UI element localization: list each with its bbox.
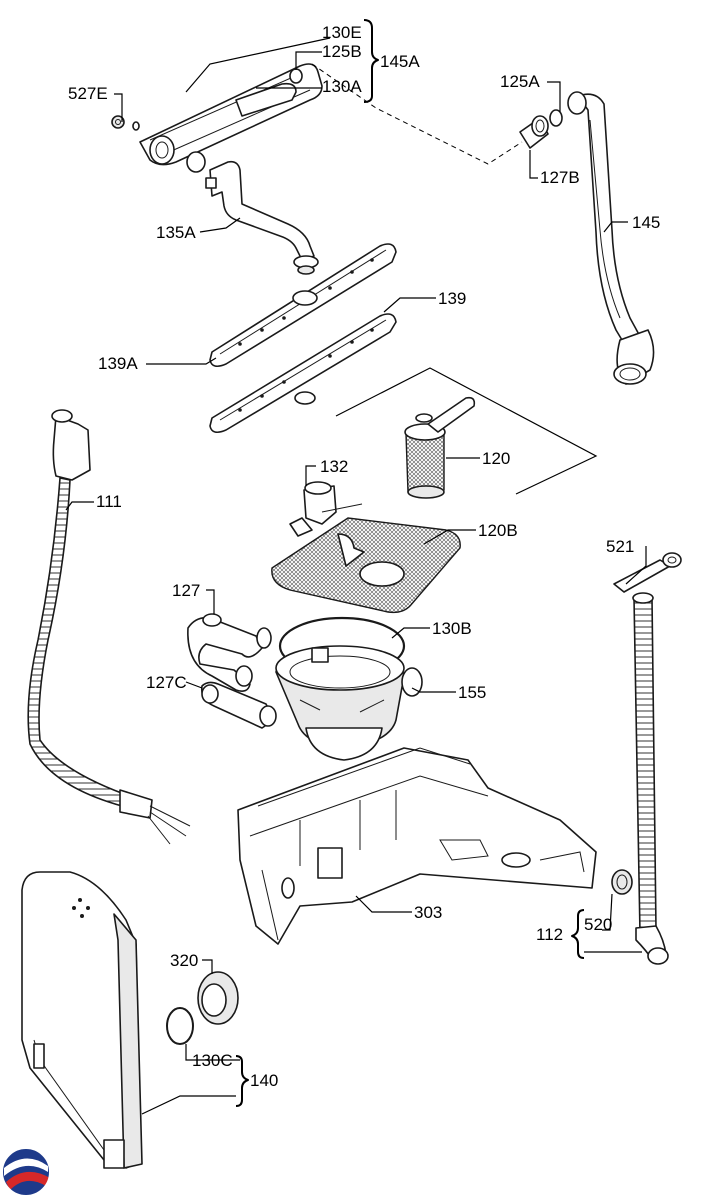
base-303-part: [237, 747, 597, 945]
drain-hose-112-part: [632, 592, 669, 965]
seal-520-part: [611, 869, 633, 895]
seal-125b-part: [289, 68, 303, 84]
seal-320-part: [197, 971, 239, 1025]
label-130e: 130E: [322, 23, 362, 42]
label-140: 140: [250, 1071, 278, 1090]
clip-521-part: [613, 552, 682, 593]
seal-130c-part: [166, 1007, 194, 1045]
sump-155-part: [275, 645, 423, 761]
small-seal-part: [132, 121, 140, 131]
label-527e: 527E: [68, 84, 108, 103]
circulation-hose-145-part: [567, 91, 655, 385]
label-139a: 139A: [98, 354, 138, 373]
label-127: 127: [172, 581, 200, 600]
label-139: 139: [438, 289, 466, 308]
seal-130a-part: [186, 151, 206, 173]
label-521: 521: [606, 537, 634, 556]
upper-supply-tube-part: [139, 63, 323, 166]
assembly-dash-line: [311, 63, 523, 165]
label-127b: 127B: [540, 168, 580, 187]
leader-lines: [65, 37, 647, 1115]
label-145a: 145A: [380, 52, 420, 71]
micro-filter-120b-part: [271, 517, 461, 614]
sensor-132-part: [289, 481, 363, 537]
label-130c: 130C: [192, 1051, 233, 1070]
filter-group-bracket: [335, 367, 598, 495]
label-125b: 125B: [322, 42, 362, 61]
label-320: 320: [170, 951, 198, 970]
label-130a: 130A: [322, 77, 362, 96]
brace-145a: [363, 19, 379, 103]
lower-spray-arm-139-part: [209, 313, 397, 434]
inlet-hose-111-part: [27, 409, 191, 845]
connector-127b-part: [519, 115, 549, 149]
hose-127c-part: [200, 681, 277, 729]
label-145: 145: [632, 213, 660, 232]
label-135a: 135A: [156, 223, 196, 242]
label-125a: 125A: [500, 72, 540, 91]
part-labels: 130E 125B 145A 130A 527E 125A 127B 145 1…: [68, 23, 660, 1090]
label-132: 132: [320, 457, 348, 476]
label-130b: 130B: [432, 619, 472, 638]
label-520: 520: [584, 915, 612, 934]
upper-spray-arm-139a-part: [209, 243, 397, 368]
brace-112: [571, 909, 585, 959]
brace-140: [235, 1055, 249, 1107]
label-303: 303: [414, 903, 442, 922]
brand-logo-icon: [1, 1147, 51, 1197]
label-111: 111: [96, 492, 122, 511]
label-120b: 120B: [478, 521, 518, 540]
side-panel-140-part: [21, 871, 143, 1169]
arm-connector-135a-part: [205, 160, 319, 275]
label-120: 120: [482, 449, 510, 468]
label-112: 112: [536, 925, 563, 944]
seal-125a-part: [549, 109, 563, 127]
label-127c: 127C: [146, 673, 187, 692]
label-155: 155: [458, 683, 486, 702]
nut-527e-part: [111, 115, 125, 129]
drain-hose-127-part: [187, 613, 272, 692]
filter-120-part: [404, 396, 476, 499]
